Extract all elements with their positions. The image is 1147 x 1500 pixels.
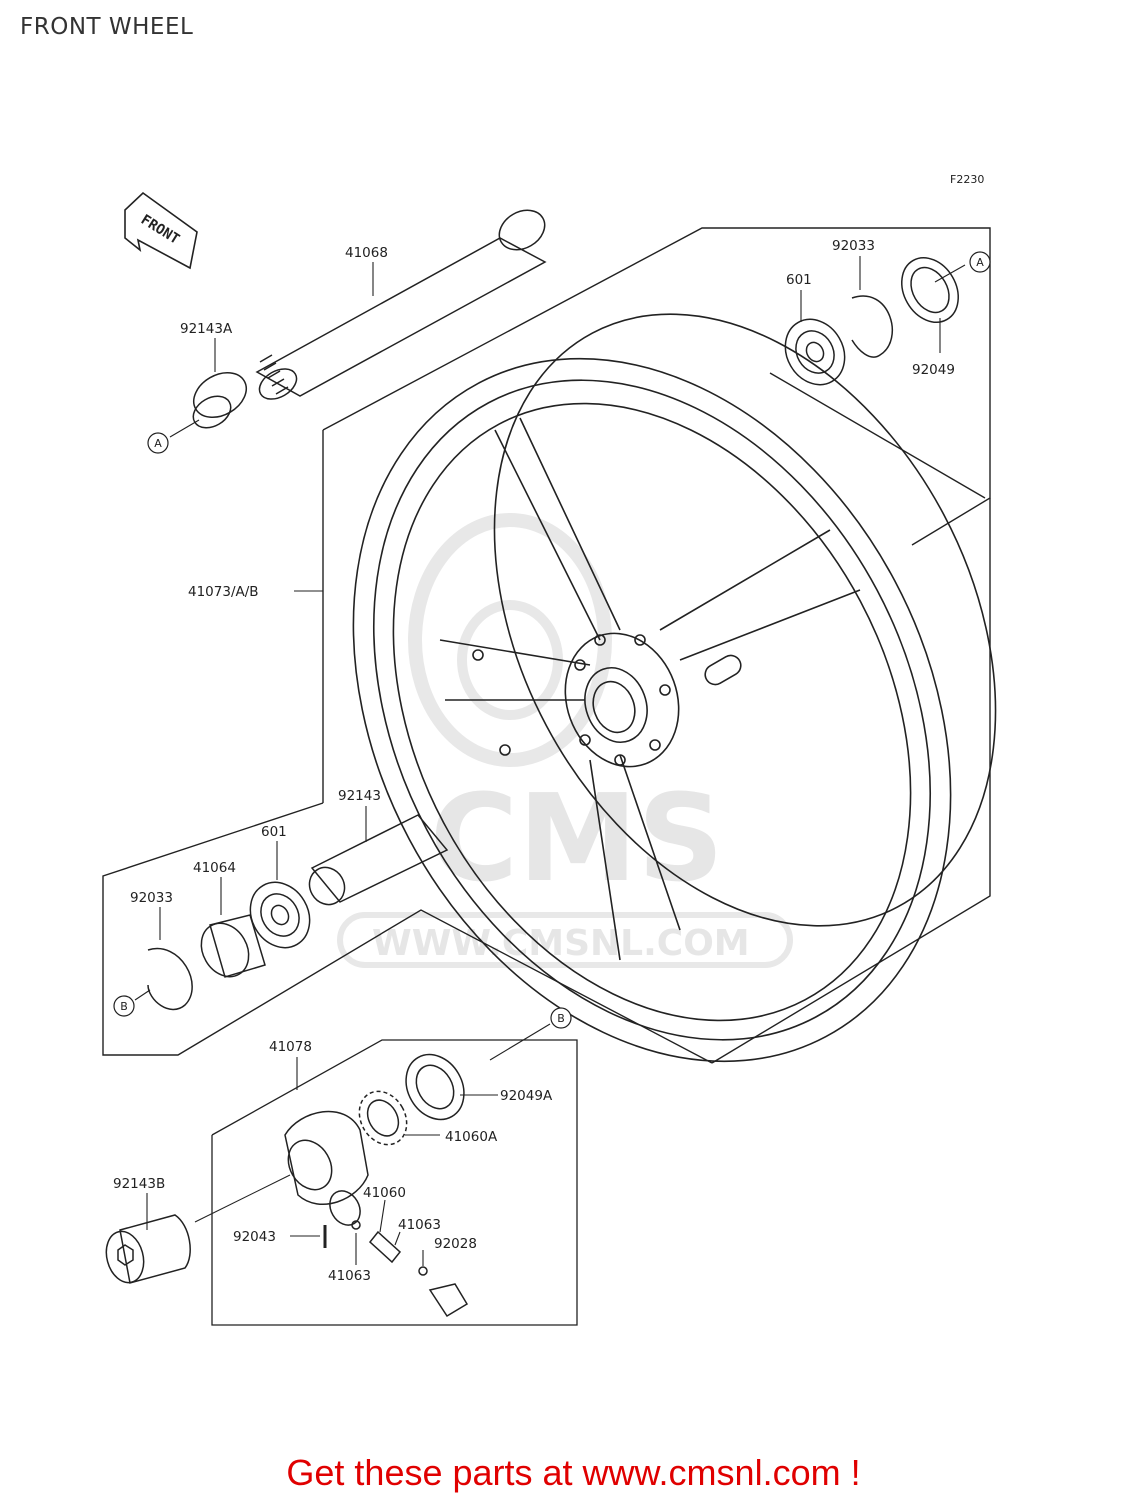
seal-92049A <box>405 1053 465 1121</box>
spacer-92143A <box>192 371 247 429</box>
hub-bore-inner <box>592 680 636 734</box>
callout-b-left-label: B <box>120 1000 128 1013</box>
spoke-right <box>659 529 861 661</box>
callout-a-right: A <box>969 251 991 273</box>
part-label-41078: 41078 <box>269 1039 312 1055</box>
watermark-url: WWW.CMSNL.COM <box>372 923 750 964</box>
part-label-92143B: 92143B <box>113 1176 165 1192</box>
rim-inner-lip <box>392 402 912 1022</box>
valve-slot <box>704 654 742 686</box>
part-label-41060: 41060 <box>363 1185 406 1201</box>
hub-bore <box>584 667 648 743</box>
part-label-601-top: 601 <box>786 272 812 288</box>
part-label-92049A: 92049A <box>500 1088 553 1104</box>
gear-group-frame <box>211 1039 578 1326</box>
hub-hole-left-1 <box>472 649 484 661</box>
part-label-92143: 92143 <box>338 788 381 804</box>
rim-inner <box>373 379 931 1041</box>
seal-92049 <box>901 257 959 323</box>
hub-bolt-6 <box>614 754 626 766</box>
callout-b-left: B <box>113 995 135 1017</box>
leader-lines <box>134 256 966 1266</box>
dust-cover-41064 <box>200 914 266 978</box>
hub-disc-mount <box>564 632 680 768</box>
hub-hole-left-2 <box>499 744 511 756</box>
spoke-left <box>439 639 591 701</box>
hub-bolt-2 <box>594 634 606 646</box>
axle-41068 <box>255 209 547 400</box>
hub-bolt-5 <box>649 739 661 751</box>
bearing-601-bottom <box>249 881 311 949</box>
part-label-41068: 41068 <box>345 245 388 261</box>
front-direction-arrow: FRONT <box>124 191 198 270</box>
hub-bolt-4 <box>659 684 671 696</box>
hub-bolt-1 <box>574 659 586 671</box>
part-label-41063-lower: 41063 <box>328 1268 371 1284</box>
footer-banner-link[interactable]: Get these parts at www.cmsnl.com ! <box>286 1452 861 1493</box>
circlip-92033-bottom <box>147 947 193 1011</box>
part-label-92049: 92049 <box>912 362 955 378</box>
circlip-92033-top <box>851 295 894 358</box>
washer-41060 <box>329 1190 361 1226</box>
front-wheel <box>352 313 997 1063</box>
part-label-41064: 41064 <box>193 860 236 876</box>
callout-a-right-label: A <box>976 256 984 269</box>
axle-nut-92143B <box>105 1214 191 1284</box>
part-label-92143A: 92143A <box>180 321 233 337</box>
part-label-41073AB: 41073/A/B <box>188 584 259 600</box>
rim-outer <box>352 357 952 1063</box>
callout-a-left: A <box>147 432 169 454</box>
fitting-92028 <box>428 1283 469 1318</box>
callout-b-right-label: B <box>557 1012 565 1025</box>
hub-bolt-3 <box>634 634 646 646</box>
bearing-601-top <box>784 318 846 386</box>
spacer-92143 <box>308 814 449 906</box>
part-label-92043: 92043 <box>233 1229 276 1245</box>
figure-code: F2230 <box>950 173 984 186</box>
gear-housing-41078 <box>284 1110 369 1205</box>
page-title: FRONT WHEEL <box>20 14 194 40</box>
hub-bolt-7 <box>579 734 591 746</box>
spoke-bottom <box>589 754 681 961</box>
spoke-top <box>494 417 621 641</box>
part-label-92028: 92028 <box>434 1236 477 1252</box>
part-label-41060A: 41060A <box>445 1129 498 1145</box>
pinion-41063 <box>351 1220 428 1276</box>
part-label-41063-upper: 41063 <box>398 1217 441 1233</box>
part-label-92033-bottom: 92033 <box>130 890 173 906</box>
gear-41060A <box>358 1090 408 1146</box>
assembly-frame <box>102 227 991 1064</box>
part-label-601-bottom: 601 <box>261 824 287 840</box>
part-label-92033-top: 92033 <box>832 238 875 254</box>
callout-b-right: B <box>550 1007 572 1029</box>
callout-a-left-label: A <box>154 437 162 450</box>
watermark-brand: CMS <box>430 770 724 909</box>
rim-back <box>493 313 997 927</box>
watermark: CMS WWW.CMSNL.COM <box>337 513 793 968</box>
